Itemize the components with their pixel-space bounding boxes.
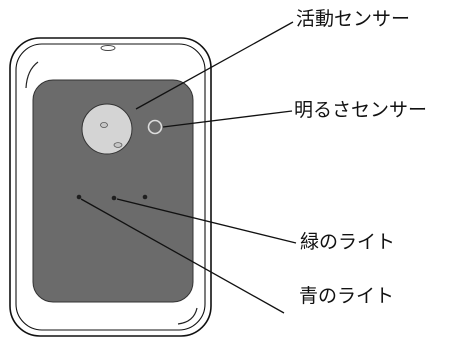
leader-line-activity [135, 21, 294, 110]
leader-line-blue [80, 198, 285, 314]
leader-line-green [116, 198, 297, 244]
bezel-highlight-bottom-right [177, 307, 198, 325]
blue-light-dot [76, 194, 82, 200]
activity-sensor-dot-bottom [113, 142, 123, 148]
activity-sensor-disc [81, 103, 133, 155]
face-panel [32, 79, 194, 303]
blue-light-label: 青のライト [299, 285, 395, 307]
brightness-sensor-label: 明るさセンサー [294, 99, 428, 121]
activity-sensor-label: 活動センサー [296, 8, 411, 30]
green-light-dot [111, 195, 117, 201]
device-bezel [15, 43, 206, 331]
green-light-label: 緑のライト [300, 231, 396, 253]
extra-light-dot [142, 194, 148, 200]
activity-sensor-dot-top [100, 122, 108, 129]
leader-line-brightness [162, 110, 293, 128]
brightness-sensor [147, 119, 163, 135]
bezel-highlight-top-left [25, 61, 39, 89]
top-notch [100, 45, 116, 51]
